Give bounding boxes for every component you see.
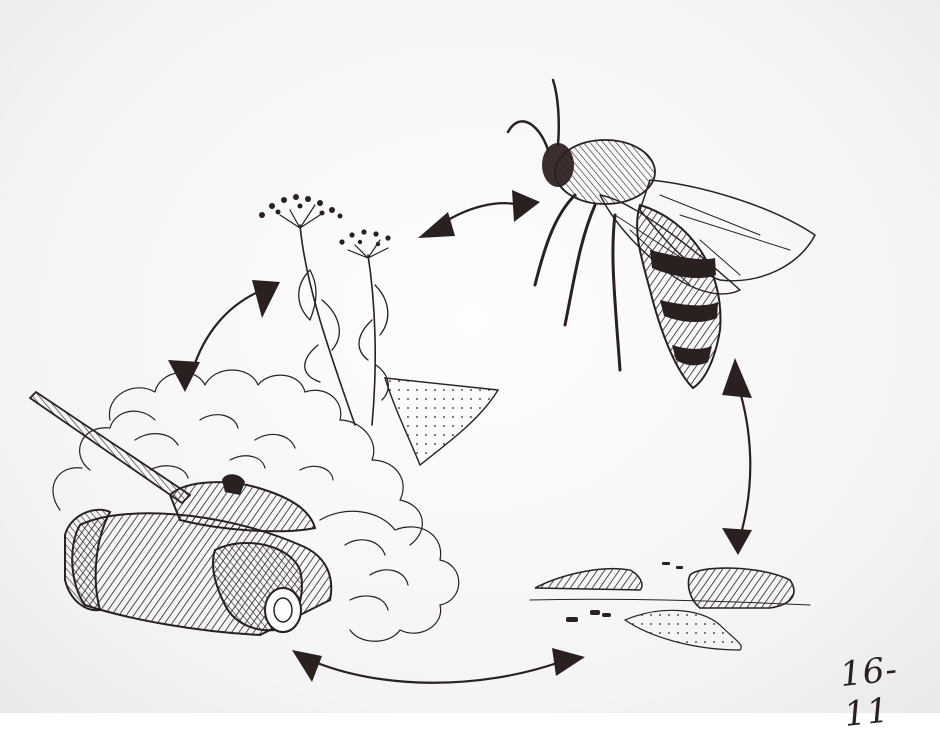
ink-drawing [0,0,940,713]
arrow-head-left [418,212,455,238]
tank [30,392,331,635]
arrow-head-right [512,190,540,222]
bee [508,80,815,388]
grazing-field [530,562,810,650]
arrow-head-down [722,528,752,555]
arrow-head-down-left [168,360,200,392]
arrow-head-right-bottom [552,648,585,676]
arrow-head-left-bottom [292,650,322,682]
flowering-plant [259,194,498,465]
arrow-head-up [722,358,752,398]
artist-signature: 16-11 [838,645,940,735]
arrow-head-up-right [252,280,280,318]
